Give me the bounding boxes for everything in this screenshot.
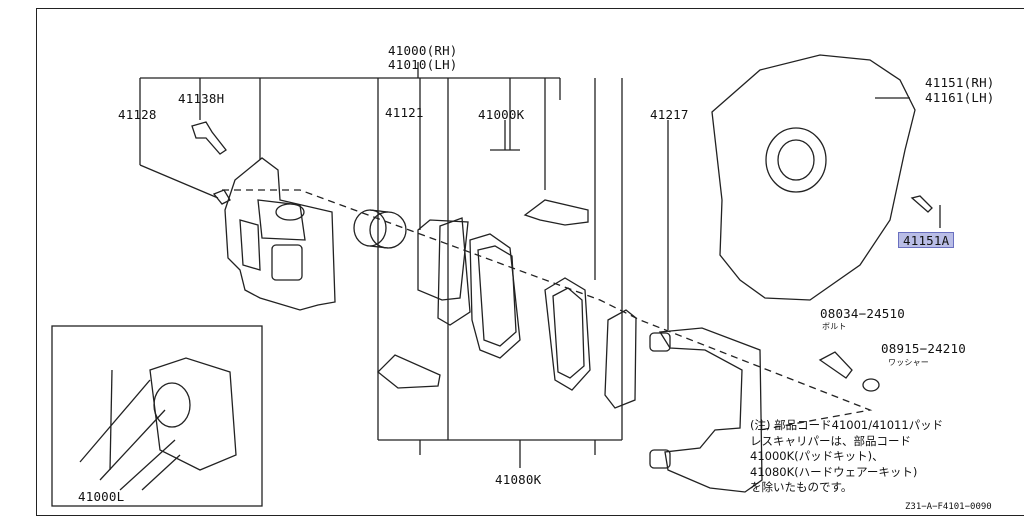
note-line-1: (注) 部品コード41001/41011パッド [750, 418, 944, 432]
label-41217: 41217 [650, 107, 689, 122]
label-08034: 08034−24510 [820, 306, 905, 321]
note-line-4: 41080K(ハードウェアーキット) [750, 464, 918, 479]
label-41121: 41121 [385, 105, 424, 120]
label-08915: 08915−24210 [881, 341, 966, 356]
footnote: (注) 部品コード41001/41011パッド レスキャリパーは、部品コード 4… [750, 418, 943, 496]
label-41151a-highlighted[interactable]: 41151A [898, 232, 955, 248]
note-line-5: を除いたものです。 [750, 480, 853, 494]
label-41080k: 41080K [495, 472, 542, 487]
label-41138h: 41138H [178, 91, 225, 106]
label-41000-rh: 41000(RH) [388, 43, 458, 58]
label-41010-lh: 41010(LH) [388, 57, 458, 72]
diagram-code: Z31−A−F4101−0090 [905, 502, 992, 512]
label-41000l: 41000L [78, 489, 125, 504]
label-41161-lh: 41161(LH) [925, 90, 995, 105]
label-08915-sub: ワッシャー [888, 358, 929, 367]
note-line-2: レスキャリパーは、部品コード [750, 433, 911, 448]
note-line-3: 41000K(パッドキット)、 [750, 449, 884, 463]
label-41000k: 41000K [478, 107, 525, 122]
diagram-frame [36, 8, 1024, 516]
label-08034-sub: ボルト [822, 322, 847, 331]
label-41151-rh: 41151(RH) [925, 75, 995, 90]
label-41128: 41128 [118, 107, 157, 122]
